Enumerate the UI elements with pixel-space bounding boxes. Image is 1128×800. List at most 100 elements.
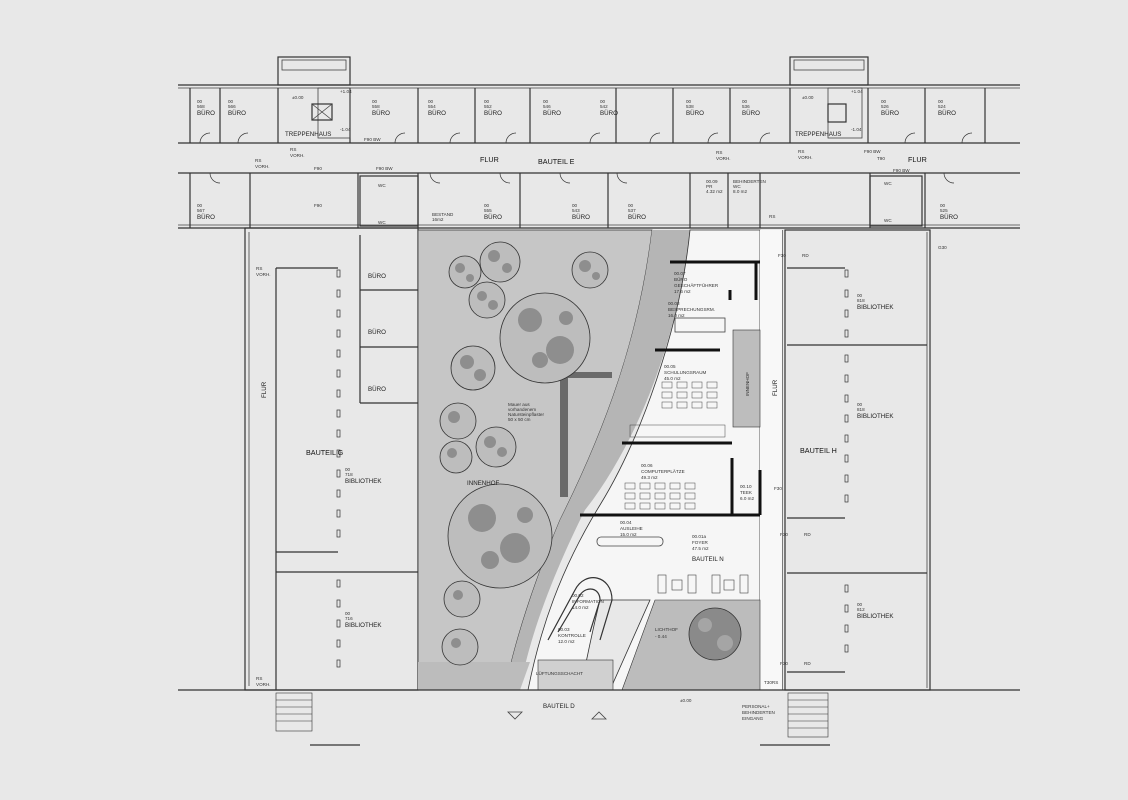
staircase-left (311, 87, 351, 139)
svg-text:T90: T90 (877, 156, 885, 161)
svg-text:00: 00 (938, 99, 944, 104)
exit-arrow-icon (591, 711, 607, 720)
svg-text:BIBLIOTHEK: BIBLIOTHEK (345, 622, 382, 629)
svg-text:WC: WC (884, 218, 892, 223)
svg-text:BÜRO: BÜRO (368, 386, 386, 393)
svg-text:00: 00 (345, 467, 351, 472)
svg-text:VORH.: VORH. (716, 156, 731, 161)
svg-text:RD: RD (804, 661, 811, 666)
svg-text:BESPRECHUNGSRM.: BESPRECHUNGSRM. (668, 307, 715, 312)
entrance-arrow-icon (507, 711, 523, 720)
svg-text:BÜRO: BÜRO (197, 214, 215, 221)
svg-text:00: 00 (881, 99, 887, 104)
svg-text:537: 537 (628, 208, 636, 213)
svg-text:00: 00 (572, 203, 578, 208)
svg-text:BAUTEIL E: BAUTEIL E (538, 157, 575, 166)
svg-text:±0.00: ±0.00 (802, 95, 814, 100)
column-row-g (336, 269, 341, 668)
svg-text:INNENHOF: INNENHOF (467, 480, 500, 487)
svg-text:PR: PR (706, 184, 713, 189)
svg-text:F90 BW: F90 BW (864, 149, 881, 154)
svg-text:BIBLIOTHEK: BIBLIOTHEK (857, 304, 894, 311)
svg-text:VORH.: VORH. (255, 164, 270, 169)
svg-text:-1.04: -1.04 (851, 127, 862, 132)
svg-text:WC: WC (884, 181, 892, 186)
svg-text:GESCHÄFTFÜHRER: GESCHÄFTFÜHRER (674, 282, 719, 288)
svg-text:16.0 m2: 16.0 m2 (668, 313, 685, 318)
ausleihe-counter (596, 536, 664, 547)
tree (688, 607, 742, 661)
svg-text:50 x 50 cm: 50 x 50 cm (508, 417, 531, 422)
svg-text:00: 00 (742, 99, 748, 104)
svg-text:BESTAND: BESTAND (432, 212, 454, 217)
svg-text:00.08: 00.08 (668, 301, 680, 306)
svg-text:+1.04: +1.04 (340, 89, 352, 94)
svg-text:VORH.: VORH. (256, 272, 271, 277)
svg-text:4.32 m2: 4.32 m2 (706, 189, 723, 194)
column-row-h (844, 269, 849, 653)
svg-text:546: 546 (543, 104, 551, 109)
svg-text:±0.00: ±0.00 (680, 698, 692, 703)
svg-text:WC: WC (733, 184, 741, 189)
svg-text:BÜRO: BÜRO (628, 214, 646, 221)
svg-text:818: 818 (857, 298, 865, 303)
svg-text:F90 BW: F90 BW (376, 166, 393, 171)
tree (571, 251, 609, 289)
svg-text:526: 526 (881, 104, 889, 109)
svg-text:00: 00 (857, 402, 863, 407)
svg-text:566: 566 (228, 104, 236, 109)
svg-text:45.0 m2: 45.0 m2 (664, 376, 681, 381)
svg-text:F90 BW: F90 BW (893, 168, 910, 173)
wc-block-right (869, 175, 923, 227)
svg-text:RD: RD (804, 532, 811, 537)
svg-text:F30: F30 (780, 532, 788, 537)
svg-text:BÜRO: BÜRO (881, 110, 899, 117)
svg-text:00.07: 00.07 (674, 271, 686, 276)
tree (439, 440, 473, 474)
svg-text:00.10: 00.10 (740, 484, 752, 489)
svg-text:F90: F90 (314, 166, 322, 171)
svg-text:FLUR: FLUR (908, 155, 927, 164)
svg-text:BAUTEIL D: BAUTEIL D (543, 703, 575, 710)
svg-text:FLUR: FLUR (480, 155, 499, 164)
svg-text:LICHTHOF: LICHTHOF (655, 627, 678, 632)
svg-text:812: 812 (857, 607, 865, 612)
svg-text:F90: F90 (314, 203, 322, 208)
svg-text:00.06: 00.06 (641, 463, 653, 468)
svg-text:RS: RS (256, 676, 262, 681)
svg-text:BÜRO: BÜRO (368, 273, 386, 280)
stone-wall (560, 372, 568, 497)
svg-text:00.09: 00.09 (706, 179, 718, 184)
svg-text:RS: RS (255, 158, 261, 163)
svg-text:552: 552 (484, 104, 492, 109)
svg-text:INNENHOF: INNENHOF (745, 372, 750, 396)
svg-text:F30: F30 (778, 253, 786, 258)
svg-text:BÜRO: BÜRO (686, 110, 704, 117)
svg-text:vorhandenem: vorhandenem (508, 407, 536, 412)
svg-text:VORH.: VORH. (798, 155, 813, 160)
svg-text:BÜRO: BÜRO (600, 110, 618, 117)
svg-text:00: 00 (600, 99, 606, 104)
svg-text:00: 00 (543, 99, 549, 104)
svg-text:BÜRO: BÜRO (674, 276, 688, 282)
svg-text:718: 718 (345, 472, 353, 477)
svg-text:525: 525 (940, 208, 948, 213)
svg-text:F30: F30 (780, 661, 788, 666)
svg-text:BÜRO: BÜRO (742, 110, 760, 117)
svg-text:WC: WC (378, 220, 386, 225)
svg-text:FLUR: FLUR (772, 379, 779, 396)
svg-text:00: 00 (197, 99, 203, 104)
svg-text:Mauer aus: Mauer aus (508, 402, 530, 407)
svg-text:00: 00 (628, 203, 634, 208)
svg-text:12.0 m2: 12.0 m2 (558, 639, 575, 644)
svg-text:F30: F30 (774, 486, 782, 491)
bauteil-d: BAUTEIL D ±0.00 PERSONAL+ BEHINDERTEN EI… (178, 689, 1020, 746)
trees (439, 241, 609, 666)
svg-text:14.0 m2: 14.0 m2 (572, 605, 589, 610)
svg-text:TREPPENHAUS: TREPPENHAUS (795, 131, 841, 138)
svg-text:538: 538 (686, 104, 694, 109)
svg-text:536: 536 (742, 104, 750, 109)
svg-text:17.6 m2: 17.6 m2 (674, 289, 691, 294)
